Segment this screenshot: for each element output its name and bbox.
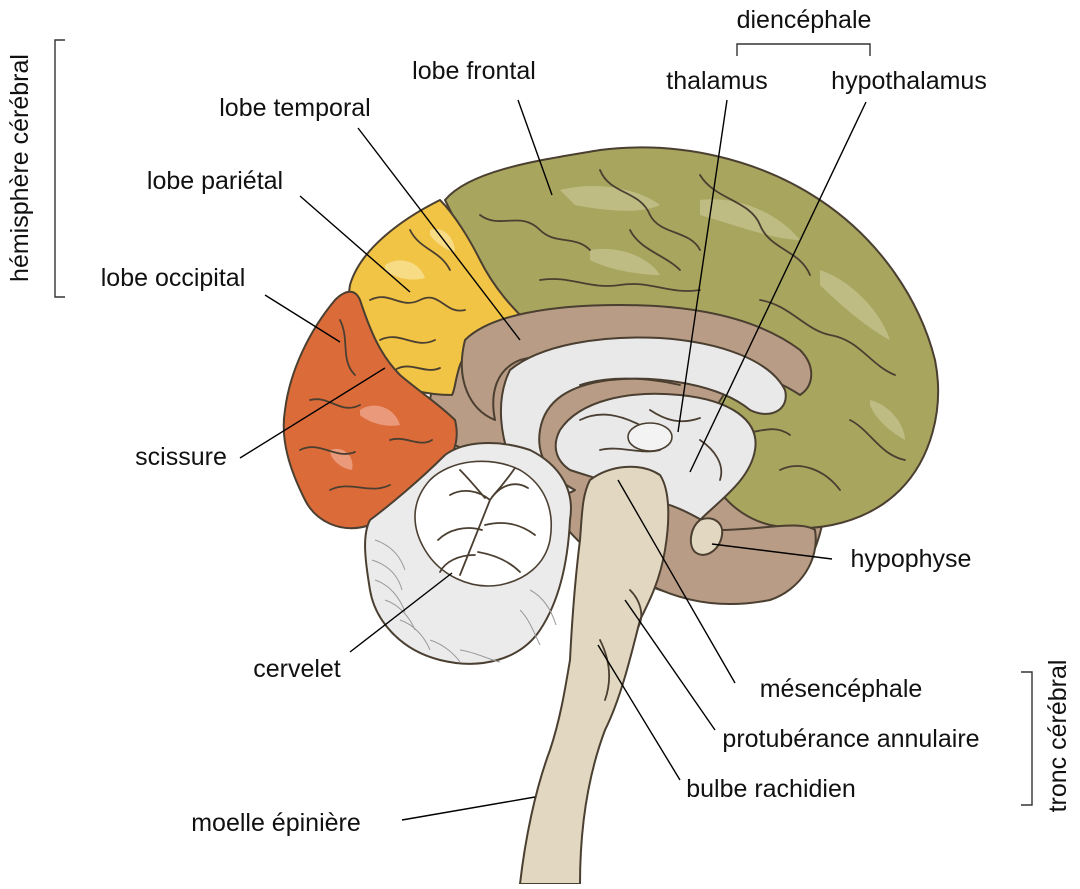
label-thalamus: thalamus (666, 67, 767, 95)
label-bulbe: bulbe rachidien (686, 775, 856, 803)
bracket-hemisphere (55, 40, 65, 297)
label-moelle: moelle épinière (191, 809, 361, 837)
label-lobe-temporal: lobe temporal (219, 94, 370, 122)
bracket-diencephale (737, 44, 870, 56)
label-cervelet: cervelet (253, 655, 341, 683)
label-diencephale: diencéphale (737, 6, 872, 34)
label-lobe-occipital: lobe occipital (101, 264, 246, 292)
label-hypophyse: hypophyse (851, 545, 972, 573)
label-tronc: tronc cérébral (1044, 660, 1072, 813)
label-protuberance: protubérance annulaire (722, 725, 979, 753)
label-hypothalamus: hypothalamus (831, 67, 987, 95)
leader-moelle (402, 797, 535, 820)
label-scissure: scissure (135, 443, 227, 471)
label-mesencephale: mésencéphale (760, 675, 923, 703)
label-hemisphere: hémisphère cérébral (6, 54, 34, 282)
label-lobe-parietal: lobe pariétal (147, 167, 283, 195)
thalamus-shape (628, 423, 672, 451)
bracket-tronc (1021, 672, 1032, 805)
label-lobe-frontal: lobe frontal (412, 57, 536, 85)
